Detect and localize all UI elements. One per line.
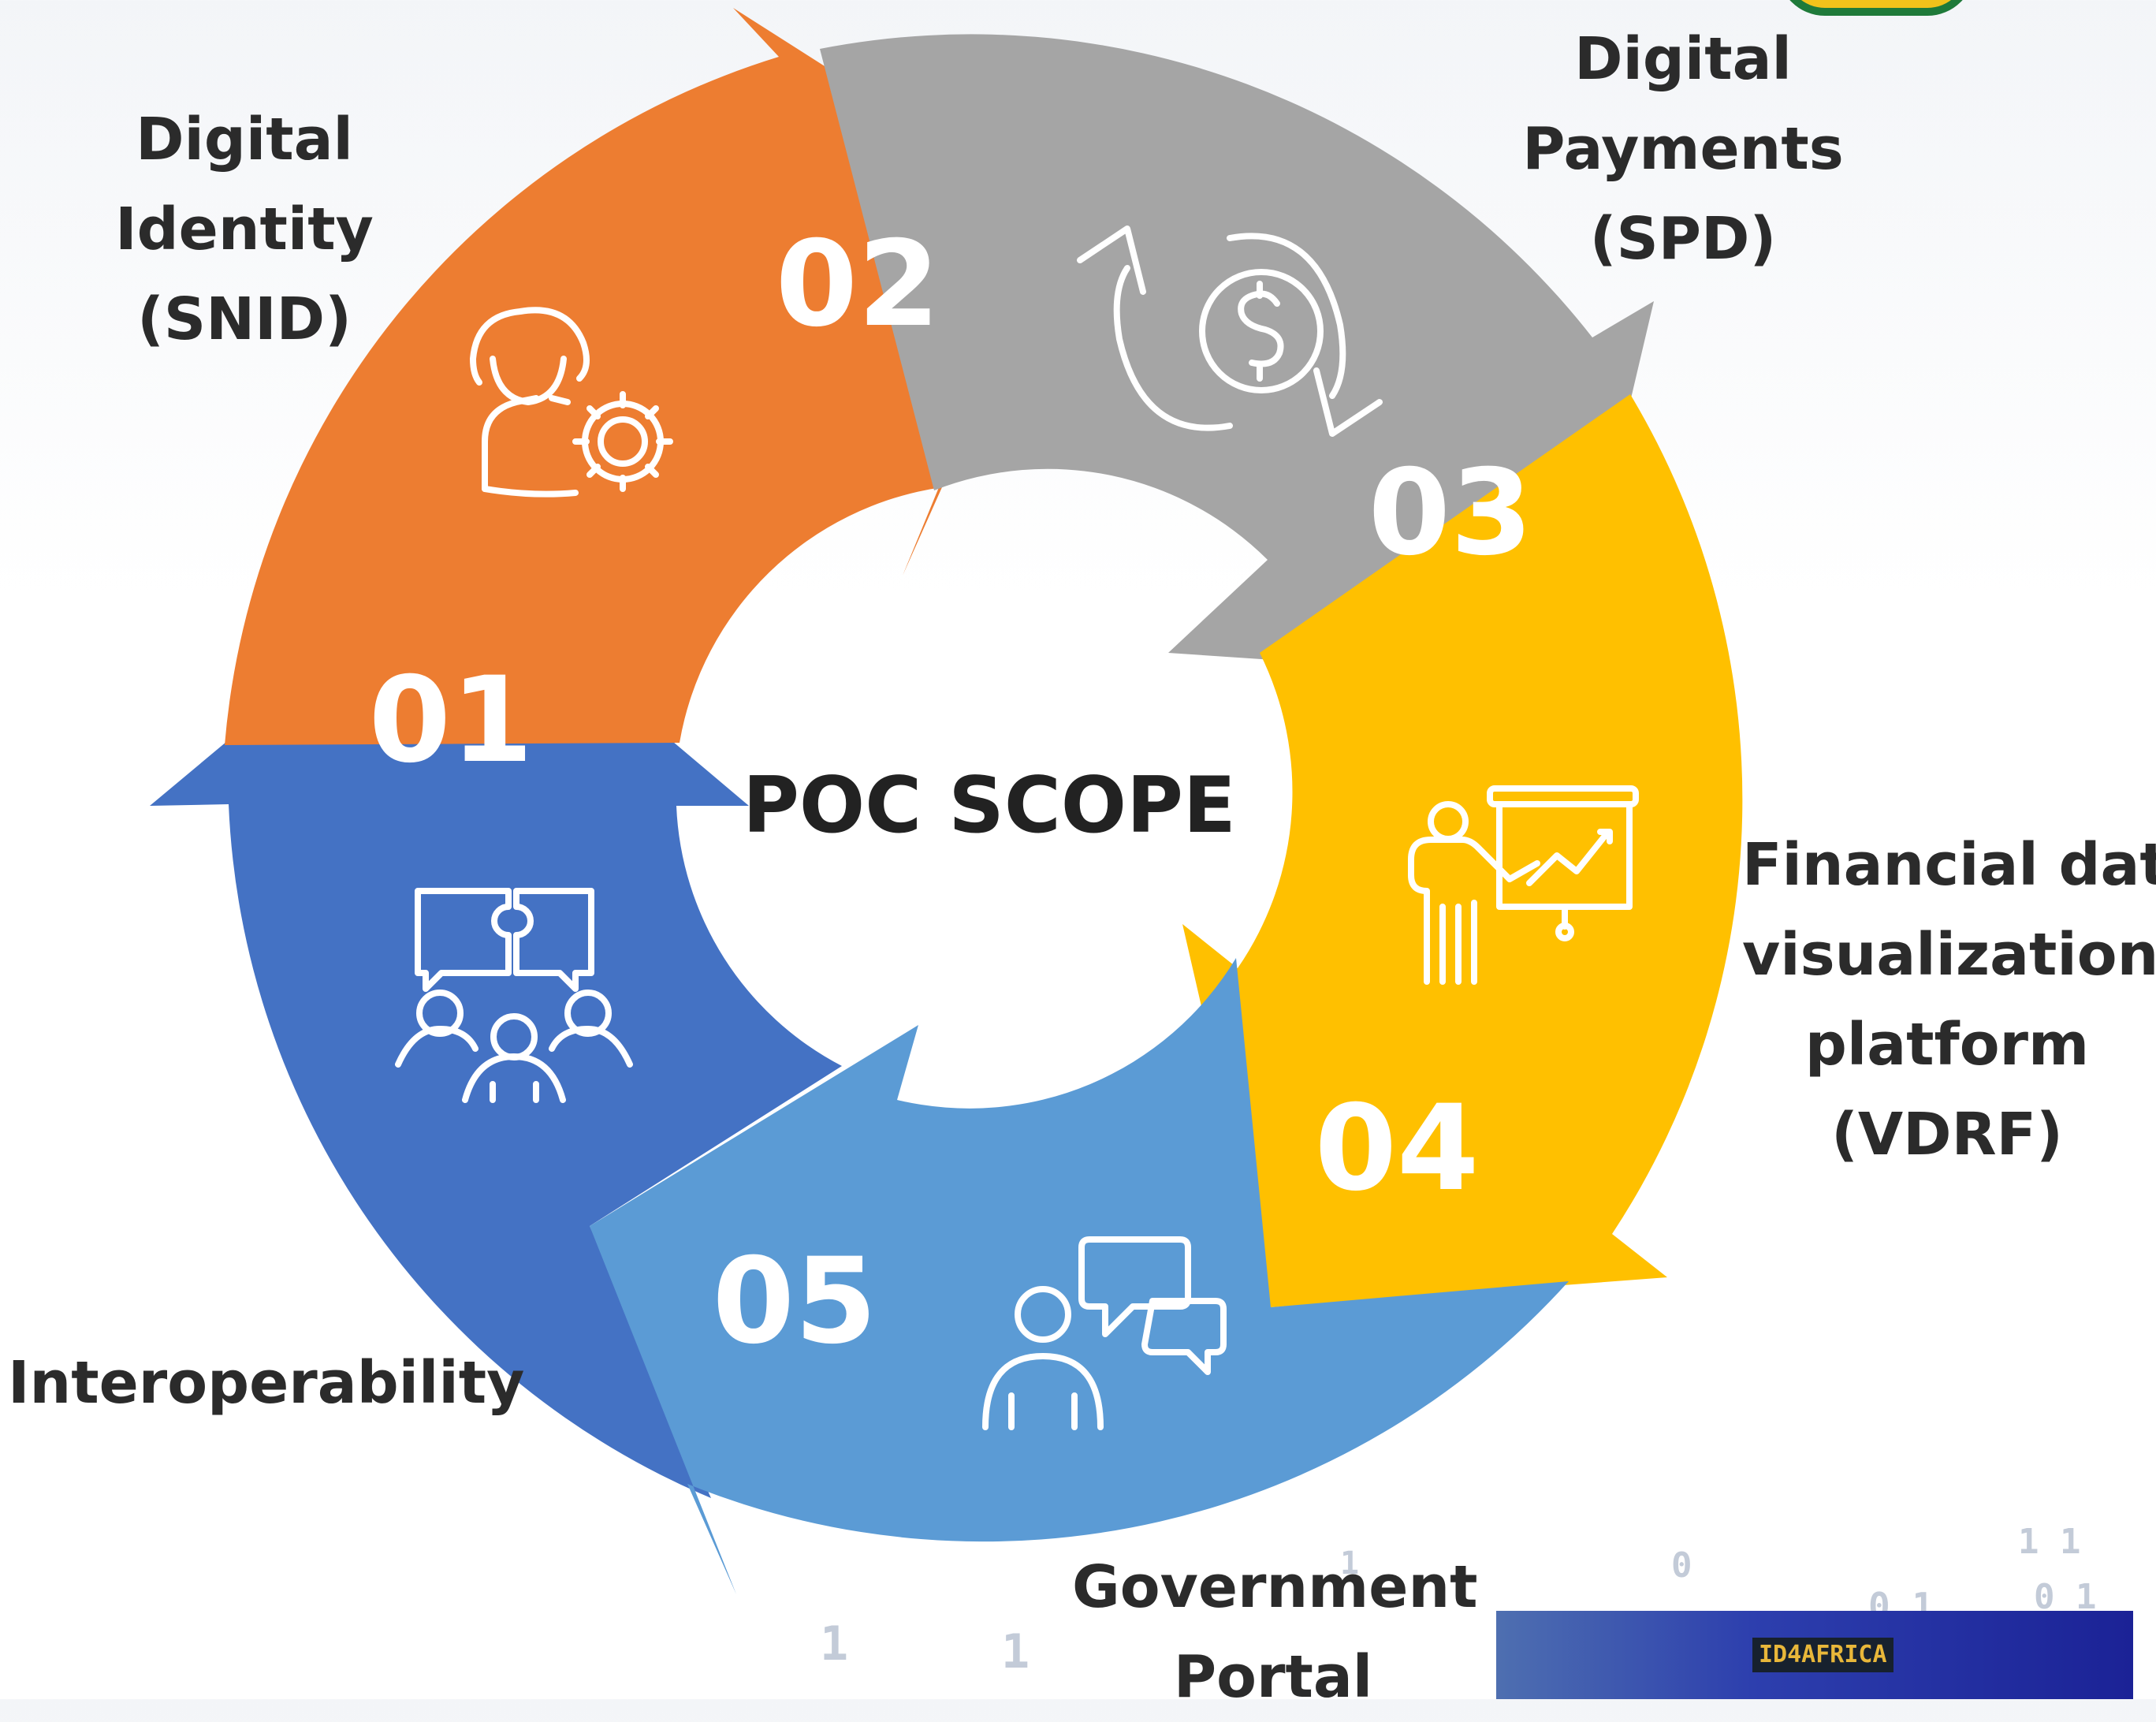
segment-04 xyxy=(1182,394,1743,1307)
label-step-04: Financial data visualization platform (V… xyxy=(1742,831,2156,1168)
segment-02 xyxy=(225,8,1052,745)
binary-decoration: 1 xyxy=(820,1616,849,1672)
binary-decoration: 0 xyxy=(1671,1545,1692,1586)
team-puzzle-icon xyxy=(395,888,633,1103)
label-step-01: Interoperability xyxy=(8,1349,525,1417)
label-step-05: Government Portal xyxy=(1072,1553,1478,1711)
id4africa-logo: ID4AFRICA xyxy=(1752,1638,1893,1672)
binary-decoration: 1 xyxy=(1340,1545,1360,1582)
id4africa-logo-panel: ID4AFRICA xyxy=(1496,1611,2133,1699)
step-number-02: 02 xyxy=(776,216,940,353)
step-number-03: 03 xyxy=(1368,445,1533,582)
person-gear-icon xyxy=(470,307,673,498)
step-number-05: 05 xyxy=(713,1233,877,1370)
step-number-01: 01 xyxy=(369,652,534,789)
binary-decoration: 1 xyxy=(1001,1624,1030,1679)
label-step-02: Digital Identity (SNID) xyxy=(115,106,374,353)
center-label: POC SCOPE xyxy=(743,761,1236,851)
step-number-04: 04 xyxy=(1315,1080,1480,1217)
segment-03 xyxy=(820,34,1654,680)
presentation-chart-icon xyxy=(1408,785,1639,985)
person-chat-icon xyxy=(982,1236,1227,1430)
binary-decoration: 0 1 xyxy=(2034,1577,2097,1617)
binary-decoration: 1 1 xyxy=(2018,1522,2081,1562)
label-step-03: Digital Payments (SPD) xyxy=(1522,25,1844,273)
dollar-cycle-icon xyxy=(1077,226,1383,437)
